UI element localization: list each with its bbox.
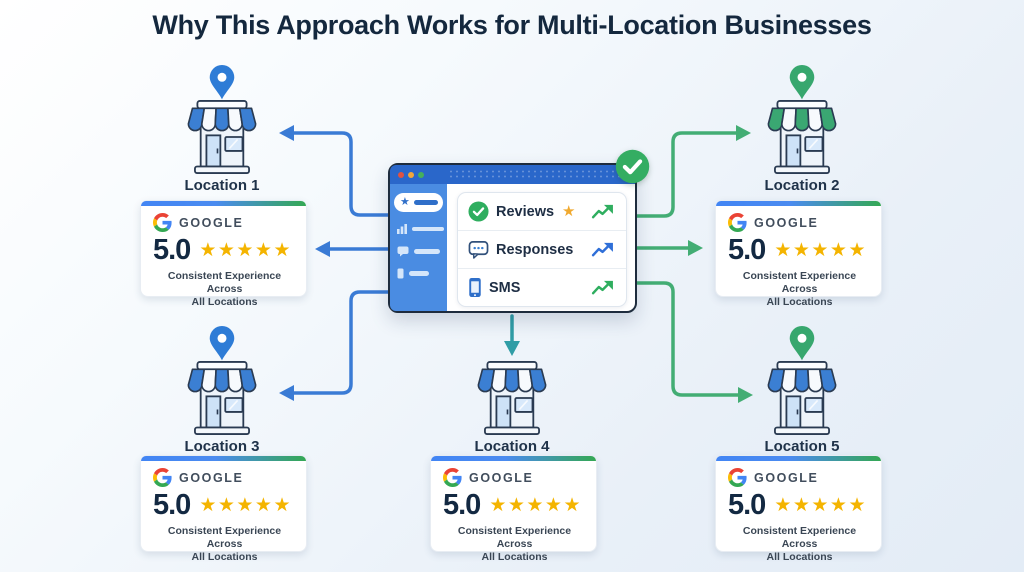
rating-value: 5.0 [443,489,481,521]
check-circle-icon [468,201,489,222]
maximize-window-dot[interactable] [418,171,424,178]
dashboard-window: ★ Reviews ★ [388,163,637,313]
card-accent-strip [431,456,596,461]
trend-up-icon [591,241,616,258]
map-pin-icon [787,65,817,101]
map-pin-icon [207,65,237,101]
sidebar-item-text-placeholder [412,226,444,232]
google-review-card-5: GOOGLE 5.0 ★★★★★ Consistent Experience A… [715,455,882,563]
metric-row-sms[interactable]: SMS [458,268,626,306]
success-check-badge-icon [615,149,650,184]
location-label: Location 1 [184,177,260,194]
sidebar-item-sms[interactable] [397,268,429,279]
google-review-card-3: GOOGLE 5.0 ★★★★★ Consistent Experience A… [140,455,307,563]
google-logo-icon [153,213,172,232]
smartphone-icon [468,277,482,298]
rating-value: 5.0 [153,489,191,521]
sidebar-item-text-placeholder [413,200,438,205]
gold-star-icon: ★ [562,203,576,220]
sidebar-item-reviews-active[interactable]: ★ [394,193,443,212]
google-review-card-2: GOOGLE 5.0 ★★★★★ Consistent Experience A… [715,200,882,308]
location-label: Location 5 [764,438,840,455]
metric-label: Responses [496,241,574,258]
metric-row-responses[interactable]: Responses [458,230,626,268]
metrics-panel: Reviews ★ Responses SMS [457,192,627,307]
storefront-icon [761,99,843,175]
provider-label: GOOGLE [469,470,534,485]
card-accent-strip [716,456,881,461]
location-group-1: Location 1 [142,65,302,194]
titlebar-dot-texture [448,169,625,180]
star-rating-icons: ★★★★★ [774,240,867,261]
star-rating-icons: ★★★★★ [199,240,292,261]
google-logo-icon [443,468,462,487]
phone-icon [397,268,404,279]
location-group-3: Location 3 [142,326,302,455]
sidebar-item-analytics[interactable] [397,224,444,234]
provider-label: GOOGLE [179,215,244,230]
star-rating-icons: ★★★★★ [489,495,582,516]
google-review-card-1: GOOGLE 5.0 ★★★★★ Consistent Experience A… [140,200,307,308]
minimize-window-dot[interactable] [408,171,414,178]
sidebar-item-messages[interactable] [397,246,440,257]
storefront-icon [181,99,263,175]
page-title: Why This Approach Works for Multi-Locati… [152,10,872,40]
location-label: Location 4 [474,438,550,455]
sidebar-item-text-placeholder [414,249,440,254]
card-accent-strip [716,201,881,206]
storefront-icon [471,360,553,436]
card-accent-strip [141,456,306,461]
map-pin-icon [207,326,237,362]
storefront-icon [181,360,263,436]
trend-up-icon [591,279,616,296]
map-pin-icon [787,326,817,362]
close-window-dot[interactable] [398,171,404,178]
location-label: Location 3 [184,438,260,455]
chat-icon [397,246,409,257]
metric-row-reviews[interactable]: Reviews ★ [458,193,626,230]
location-group-5: Location 5 [722,326,882,455]
chat-bubble-icon [468,240,489,259]
google-logo-icon [728,468,747,487]
location-label: Location 2 [764,177,840,194]
star-rating-icons: ★★★★★ [774,495,867,516]
provider-label: GOOGLE [754,215,819,230]
rating-value: 5.0 [728,234,766,266]
rating-value: 5.0 [153,234,191,266]
google-logo-icon [153,468,172,487]
sidebar-item-text-placeholder [409,271,429,276]
window-titlebar [390,165,635,184]
trend-up-icon [591,203,616,220]
star-rating-icons: ★★★★★ [199,495,292,516]
card-accent-strip [141,201,306,206]
google-review-card-4: GOOGLE 5.0 ★★★★★ Consistent Experience A… [430,455,597,563]
metric-label: SMS [489,279,521,296]
dashboard-sidebar: ★ [390,184,447,311]
rating-value: 5.0 [728,489,766,521]
location-group-2: Location 2 [722,65,882,194]
metric-label: Reviews [496,203,555,220]
location-group-4: Location 4 [432,326,592,455]
provider-label: GOOGLE [754,470,819,485]
google-logo-icon [728,213,747,232]
star-icon: ★ [400,196,410,208]
provider-label: GOOGLE [179,470,244,485]
storefront-icon [761,360,843,436]
bar-chart-icon [397,224,407,234]
